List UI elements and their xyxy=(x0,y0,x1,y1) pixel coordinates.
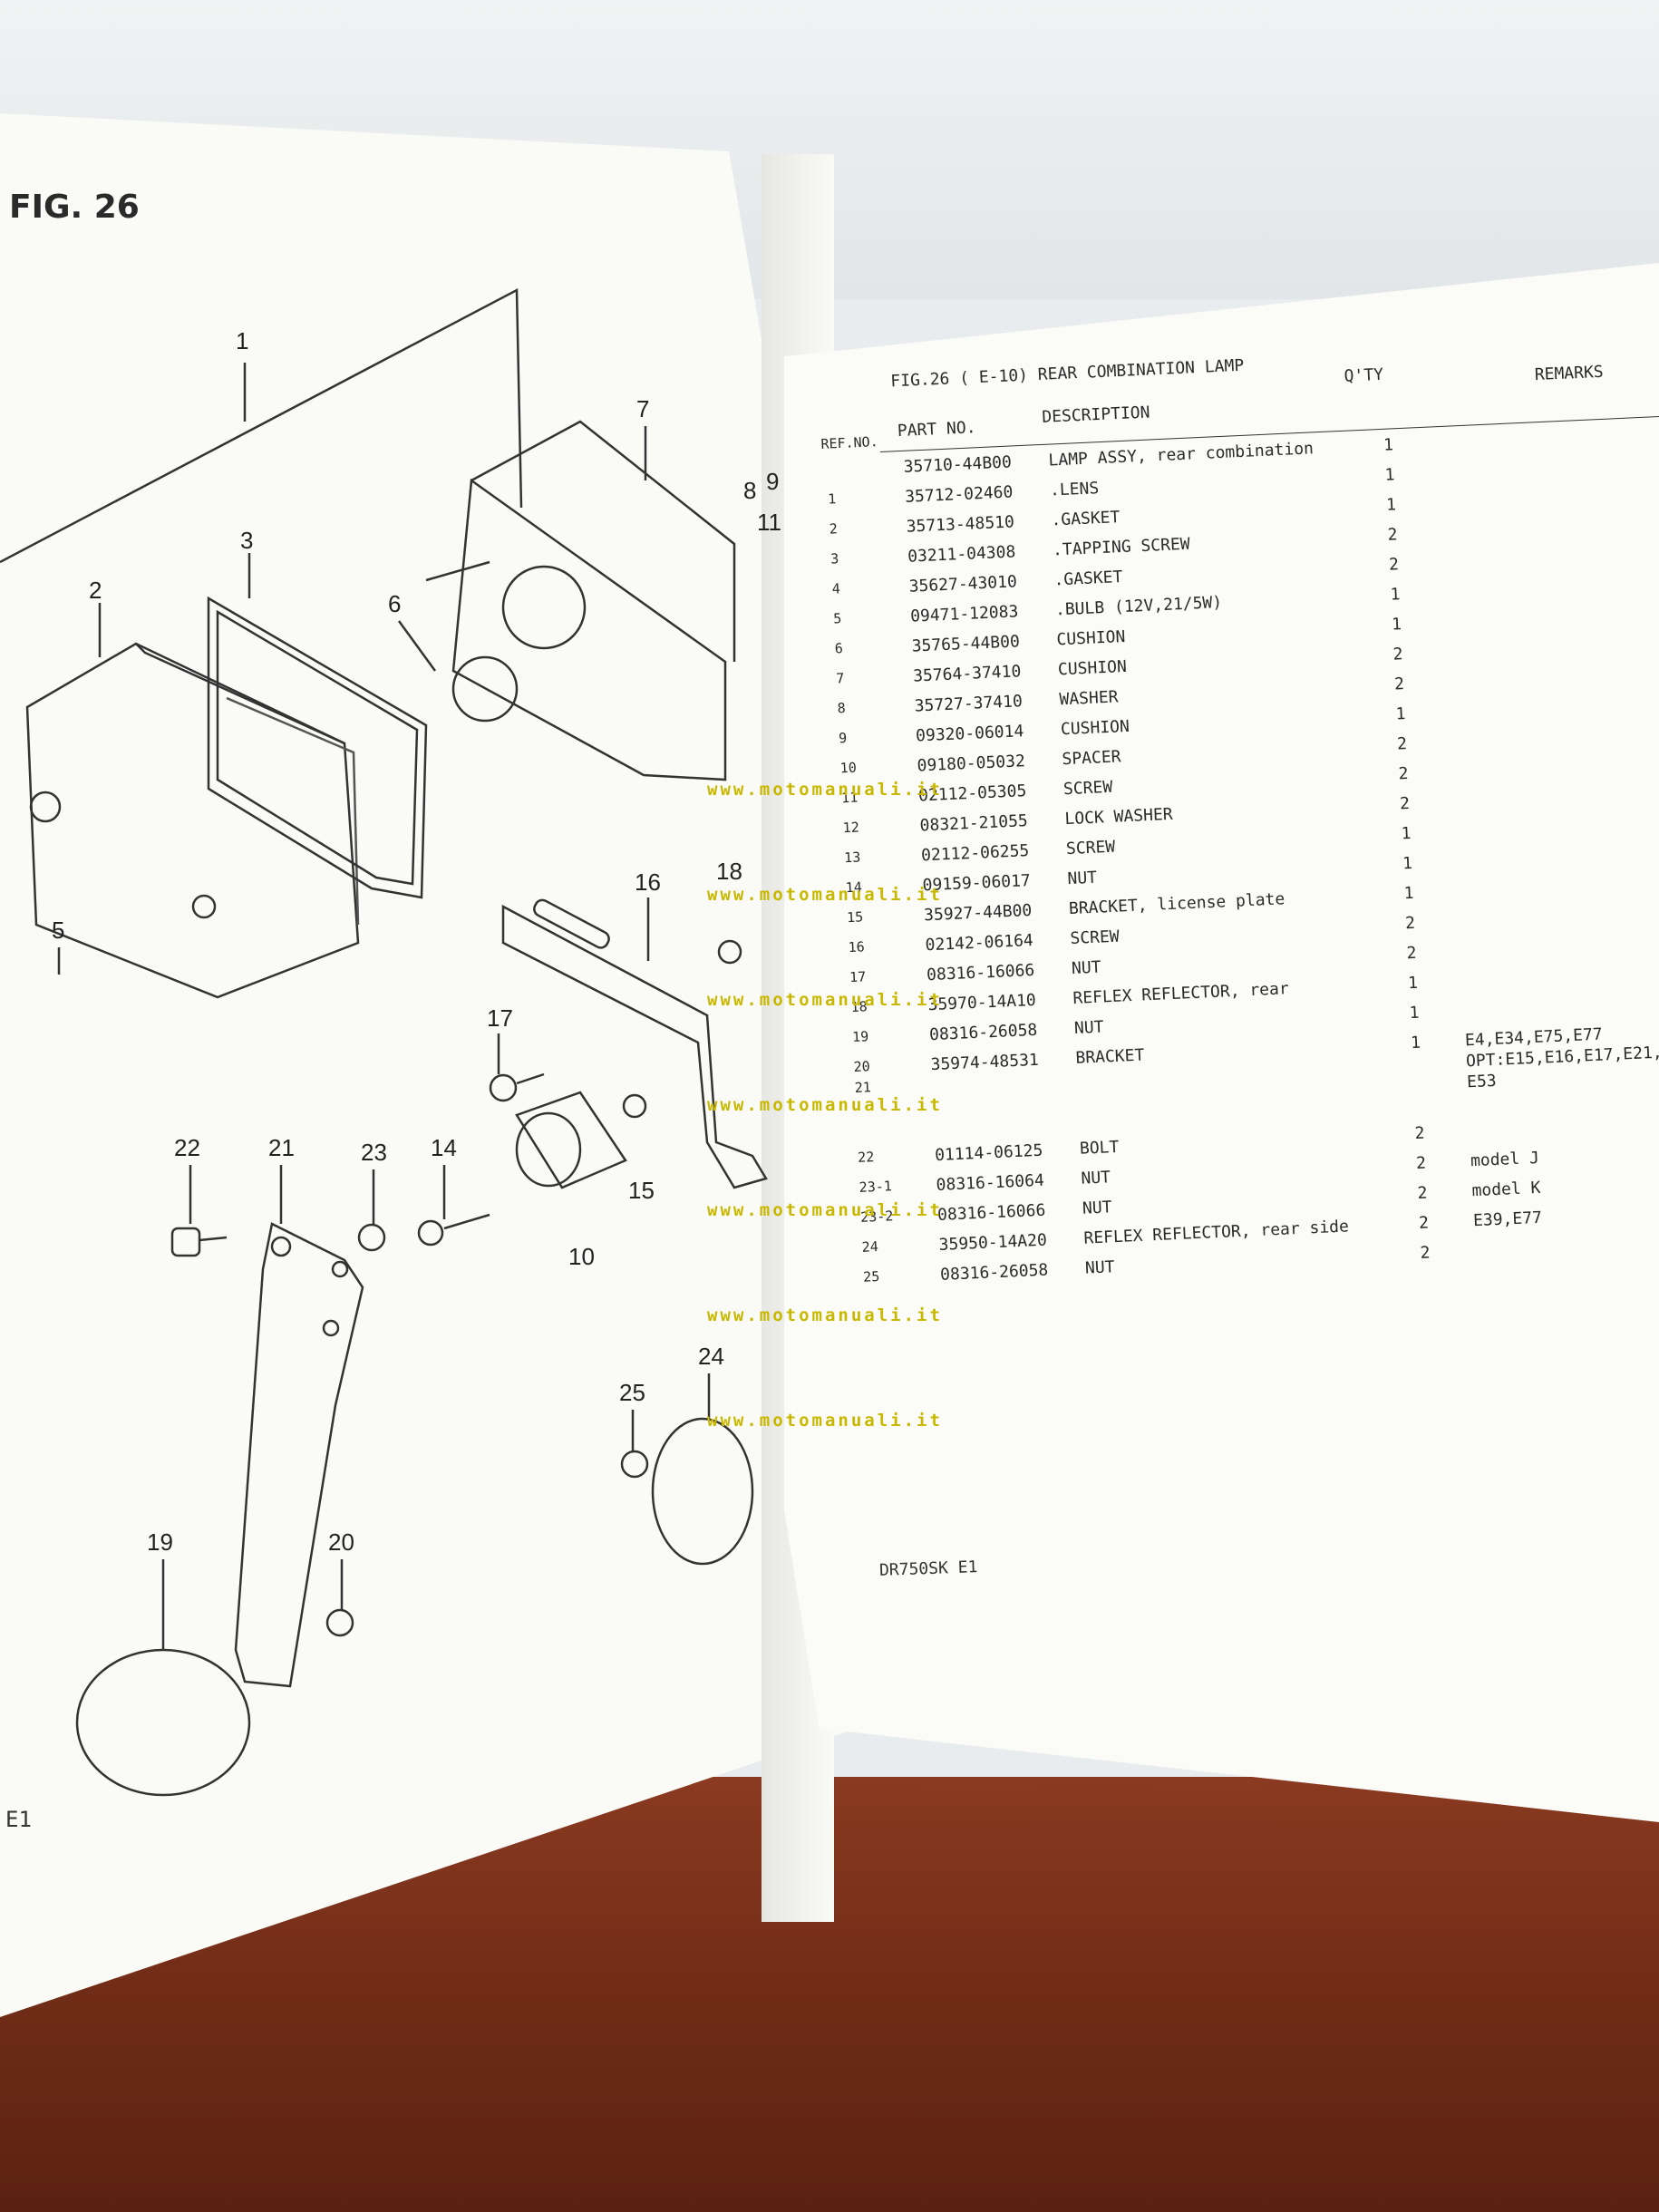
callout-19: 19 xyxy=(147,1528,173,1556)
leader-frame-line xyxy=(0,287,523,564)
header-desc: DESCRIPTION xyxy=(1041,403,1150,427)
rear-reflector xyxy=(75,1648,251,1797)
callout-18: 18 xyxy=(716,858,742,885)
header-ref: REF.NO. xyxy=(820,433,879,452)
watermark: www.motomanuali.it xyxy=(707,885,943,905)
left-page-footer: E1 xyxy=(5,1807,32,1832)
callout-7: 7 xyxy=(636,395,649,422)
watermark: www.motomanuali.it xyxy=(707,780,943,800)
figure-title: FIG. 26 xyxy=(9,189,140,226)
watermark: www.motomanuali.it xyxy=(707,990,943,1010)
right-page-footer: DR750SK E1 xyxy=(878,1557,978,1580)
left-page xyxy=(0,113,848,2017)
side-reflector xyxy=(651,1417,754,1566)
callout-24: 24 xyxy=(698,1343,724,1370)
callout-23: 23 xyxy=(361,1139,387,1166)
callout-10: 10 xyxy=(568,1243,595,1270)
table-title: FIG.26 ( E-10) REAR COMBINATION LAMP xyxy=(889,355,1245,392)
header-qty: Q'TY xyxy=(1344,364,1384,386)
callout-21: 21 xyxy=(268,1134,295,1161)
callout-5: 5 xyxy=(52,917,64,944)
watermark: www.motomanuali.it xyxy=(707,1411,943,1431)
callout-25: 25 xyxy=(619,1379,645,1406)
spacer xyxy=(515,1091,627,1189)
callout-17: 17 xyxy=(487,1004,513,1032)
license-bracket xyxy=(501,904,768,1189)
callout-3: 3 xyxy=(240,527,253,554)
bulb-shape xyxy=(451,655,519,723)
callout-22: 22 xyxy=(174,1134,200,1161)
header-part: PART NO. xyxy=(897,418,976,441)
exploded-parts-diagram: 1 2 3 5 6 7 8 9 11 14 15 16 17 18 19 20 … xyxy=(0,287,781,1797)
callout-1: 1 xyxy=(236,327,248,354)
callout-11: 11 xyxy=(757,509,781,536)
watermark: www.motomanuali.it xyxy=(707,1305,943,1325)
callout-15: 15 xyxy=(628,1177,655,1204)
gasket-outline xyxy=(207,596,428,899)
reflector-bracket xyxy=(234,1222,364,1688)
callout-16: 16 xyxy=(635,868,661,896)
watermark: www.motomanuali.it xyxy=(707,1095,943,1115)
callout-20: 20 xyxy=(328,1528,354,1556)
lamp-body xyxy=(451,478,727,781)
callout-14: 14 xyxy=(431,1134,457,1161)
right-page xyxy=(784,263,1659,1822)
watermark: www.motomanuali.it xyxy=(707,1200,943,1220)
callout-2: 2 xyxy=(89,577,102,604)
header-remarks: REMARKS xyxy=(1534,362,1605,385)
callout-6: 6 xyxy=(388,590,401,617)
callout-8: 8 xyxy=(743,477,756,504)
callout-9: 9 xyxy=(766,468,779,495)
parts-table: FIG.26 ( E-10) REAR COMBINATION LAMP Q'T… xyxy=(798,296,1659,1604)
lens-housing xyxy=(25,642,360,999)
